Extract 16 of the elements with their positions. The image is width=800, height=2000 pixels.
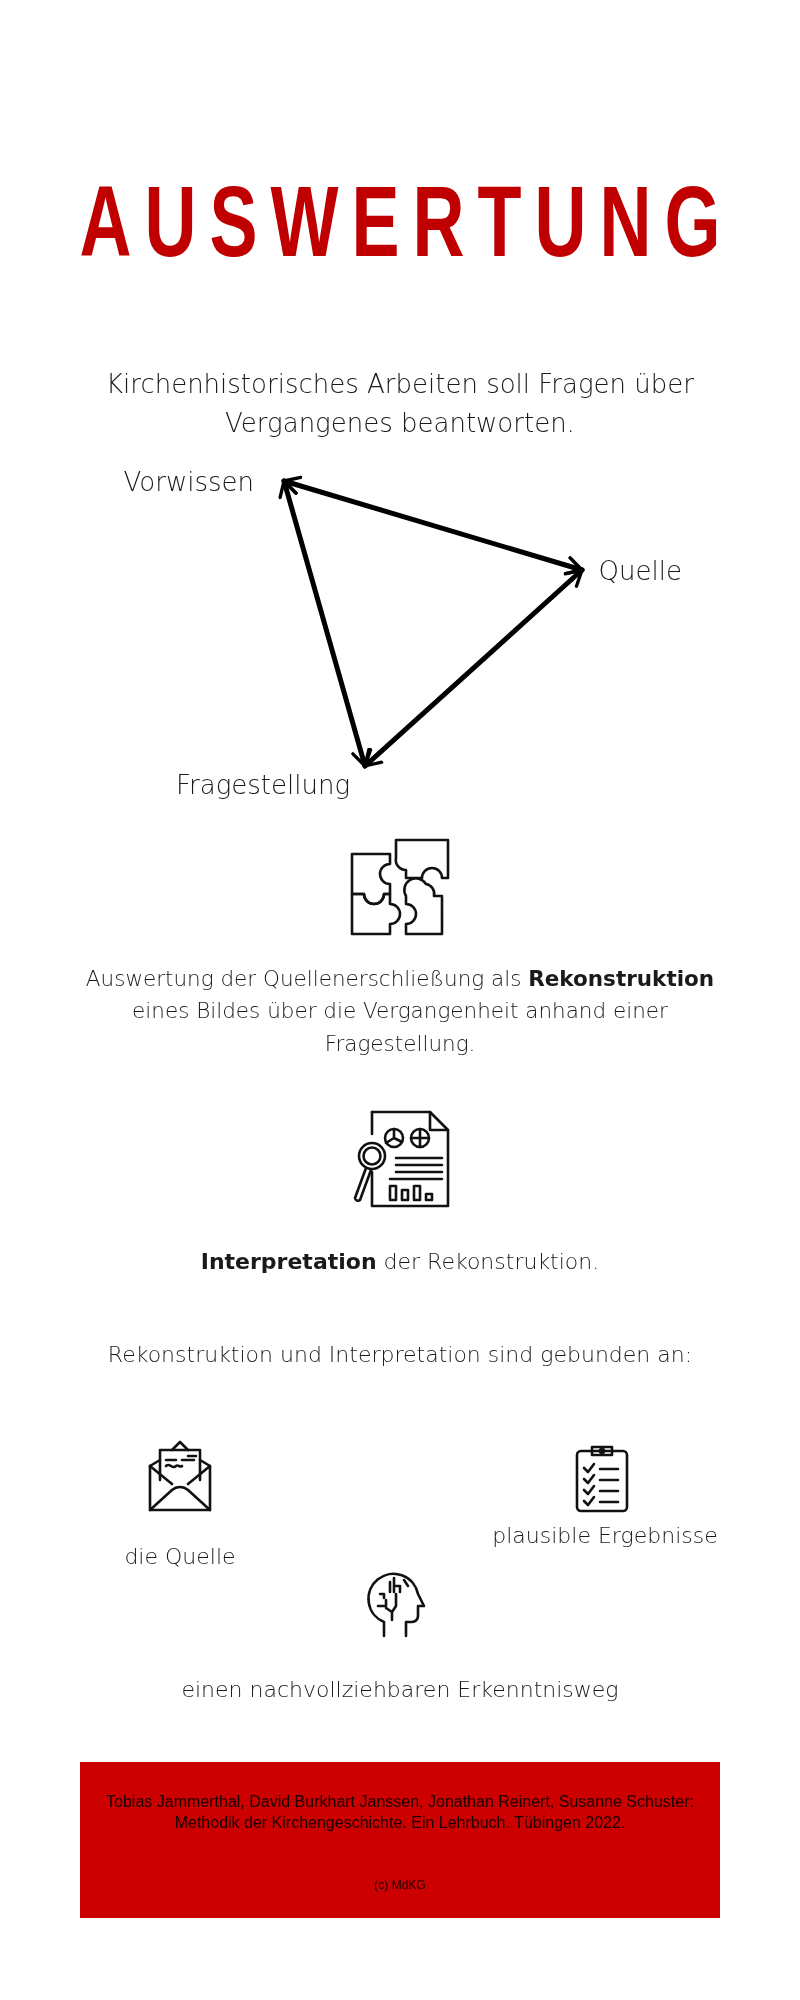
item-label: plausible Ergebnisse xyxy=(491,1522,719,1550)
concept-label: Fragestellung xyxy=(170,766,370,806)
description-text: Auswertung der Quellenerschließung als Rekonstruktion eines Bildes über die Vergangenheit anhand einer Fragestellung. xyxy=(84,965,716,1058)
subtitle: Kirchenhistorisches Arbeiten soll Fragen über Vergangenes beantworten. xyxy=(105,368,695,440)
copyright-note: (c) MdKG xyxy=(374,1877,426,1892)
item-label: einen nachvollziehbaren Erkenntnisweg xyxy=(180,1676,620,1704)
double-arrow xyxy=(278,478,371,769)
citation-text: Tobias Jammerthal, David Burkhart Janssen, Jonathan Reinert, Susanne Schuster: Methodik der Kirchengeschichte. Ein Lehrbuch. Tübingen 2022. xyxy=(105,1792,695,1833)
item-label: die Quelle xyxy=(123,1543,237,1571)
concept-label: Vorwissen xyxy=(120,462,284,502)
citation-panel xyxy=(80,1762,720,1918)
title: AUSWERTUNG xyxy=(79,170,734,272)
concept-label: Quelle xyxy=(582,548,682,592)
intro-text: Rekonstruktion und Interpretation sind gebunden an: xyxy=(106,1341,694,1369)
description-text: Interpretation der Rekonstruktion. xyxy=(199,1248,601,1276)
double-arrow xyxy=(362,567,585,769)
